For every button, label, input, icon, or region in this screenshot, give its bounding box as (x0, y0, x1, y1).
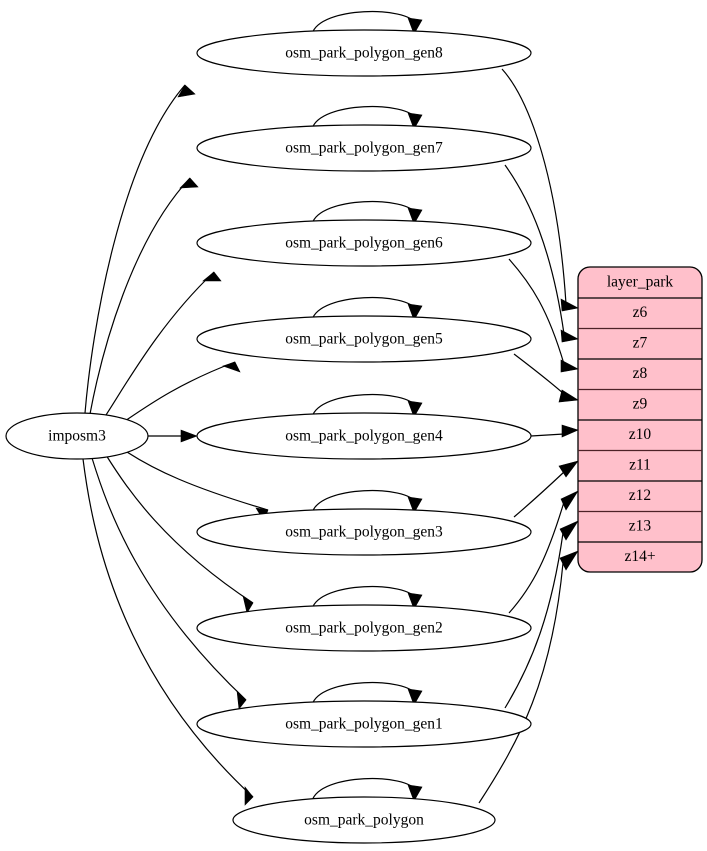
node-label-gen7: osm_park_polygon_gen7 (285, 140, 443, 157)
self-loop-gen8 (311, 10, 423, 35)
node-gen2[interactable]: osm_park_polygon_gen2 (196, 604, 532, 652)
node-gen1[interactable]: osm_park_polygon_gen1 (196, 700, 532, 748)
table-row-z8[interactable]: z8 (633, 365, 648, 382)
node-imposm3[interactable]: imposm3 (5, 412, 149, 460)
edge-gen3-to-z11 (513, 460, 579, 518)
edges-to-table (478, 68, 579, 804)
edge-base-to-z14plus (478, 550, 579, 804)
node-label-gen5: osm_park_polygon_gen5 (285, 331, 443, 348)
node-label-gen8: osm_park_polygon_gen8 (285, 45, 443, 62)
self-loops (311, 10, 423, 802)
self-loop-base (311, 777, 423, 802)
edge-imposm3-to-gen5 (124, 361, 241, 422)
node-gen8[interactable]: osm_park_polygon_gen8 (196, 29, 532, 77)
table-row-z12[interactable]: z12 (629, 487, 651, 504)
edge-imposm3-to-gen6 (103, 271, 222, 419)
node-gen7[interactable]: osm_park_polygon_gen7 (196, 124, 532, 172)
node-label-base: osm_park_polygon (304, 812, 424, 829)
node-gen6[interactable]: osm_park_polygon_gen6 (196, 219, 532, 267)
edge-gen8-to-z6 (501, 68, 579, 312)
self-loop-gen5 (311, 296, 423, 321)
self-loop-gen4 (311, 393, 423, 418)
table-header-layer-park: layer_park (607, 274, 674, 291)
node-label-gen6: osm_park_polygon_gen6 (285, 235, 443, 252)
edge-gen2-to-z12 (508, 490, 579, 614)
table-row-z9[interactable]: z9 (633, 396, 648, 413)
table-row-z7[interactable]: z7 (633, 335, 648, 352)
node-label-gen3: osm_park_polygon_gen3 (285, 524, 443, 541)
table-row-z11[interactable]: z11 (629, 457, 651, 474)
node-label-imposm3: imposm3 (48, 428, 106, 445)
node-label-gen2: osm_park_polygon_gen2 (285, 620, 443, 637)
node-gen5[interactable]: osm_park_polygon_gen5 (196, 315, 532, 363)
table-row-z14-plus[interactable]: z14+ (624, 548, 655, 565)
edge-imposm3-to-gen7 (89, 177, 199, 415)
edge-gen7-to-z7 (504, 164, 579, 343)
self-loop-gen3 (311, 489, 423, 514)
edge-imposm3-to-gen1 (91, 457, 247, 710)
edges-from-source (82, 84, 269, 806)
table-row-z10[interactable]: z10 (629, 426, 652, 443)
edge-imposm3-to-gen2 (105, 454, 254, 614)
table-row-z13[interactable]: z13 (629, 518, 652, 535)
node-label-gen1: osm_park_polygon_gen1 (285, 716, 443, 733)
node-base[interactable]: osm_park_polygon (232, 796, 496, 844)
self-loop-gen2 (311, 585, 423, 610)
table-row-z6[interactable]: z6 (633, 304, 648, 321)
edge-imposm3-to-gen3 (126, 451, 269, 522)
self-loop-gen6 (311, 200, 423, 225)
edge-gen6-to-z8 (508, 258, 579, 373)
layer-park-table[interactable]: layer_park z6 z7 z8 z9 z10 z11 z12 z13 z… (577, 266, 703, 573)
self-loop-gen1 (311, 681, 423, 706)
node-label-gen4: osm_park_polygon_gen4 (285, 428, 443, 445)
edge-imposm3-to-gen8 (84, 84, 196, 414)
node-gen3[interactable]: osm_park_polygon_gen3 (196, 508, 532, 556)
edge-imposm3-to-base (82, 458, 254, 806)
edge-gen5-to-z9 (513, 353, 579, 403)
edge-gen1-to-z13 (504, 520, 579, 709)
node-gen4[interactable]: osm_park_polygon_gen4 (196, 412, 532, 460)
edge-gen4-to-z10 (530, 424, 579, 438)
self-loop-gen7 (311, 105, 423, 130)
edge-imposm3-to-gen4 (148, 429, 198, 443)
